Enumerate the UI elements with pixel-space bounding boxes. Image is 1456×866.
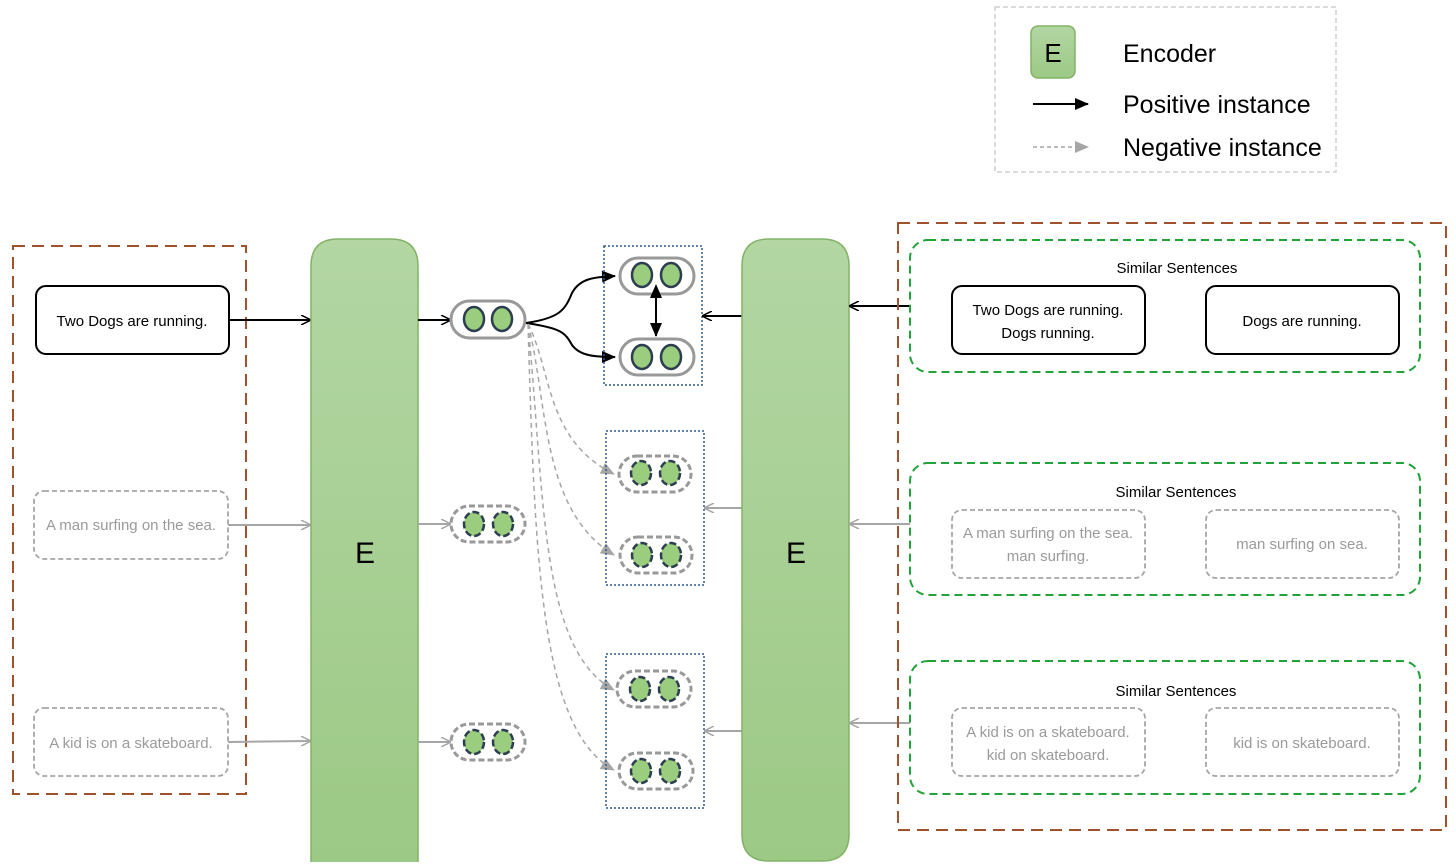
legend: E Encoder Positive instance Negative ins… [994, 6, 1337, 173]
embedding-dot [659, 541, 683, 569]
legend-encoder-symbol: E [1044, 38, 1061, 68]
similar-group-negative: Similar Sentences A man surfing on the s… [909, 462, 1421, 596]
sentence-box [951, 285, 1146, 355]
pair-box-negative [605, 430, 705, 586]
input-sentence-box-negative [33, 707, 229, 777]
sentence-box [1205, 707, 1400, 777]
embedding-negative [449, 504, 527, 544]
negative-arrow [227, 741, 310, 742]
negative-pair-arrow [527, 323, 615, 771]
legend-encoder-icon [1030, 25, 1076, 79]
sentence-line: Dogs are running. [1242, 313, 1361, 330]
embedding-dot [657, 675, 681, 703]
embedding-dot [659, 261, 683, 289]
embedding-dot [490, 305, 514, 333]
embedding-dot [462, 305, 486, 333]
legend-negative-label: Negative instance [1123, 134, 1322, 162]
embedding-dot [630, 541, 654, 569]
embedding-dot [462, 510, 486, 538]
legend-box [994, 6, 1337, 173]
sentence-box [1205, 509, 1400, 579]
sentence-line: Two Dogs are running. [973, 302, 1124, 319]
embedding-dot [628, 675, 652, 703]
embedding-dot [659, 343, 683, 371]
right-encoder: E [741, 238, 850, 862]
pair-box-border [605, 430, 705, 586]
legend-encoder-label: Encoder [1123, 40, 1216, 68]
embedding-dot [658, 459, 682, 487]
similar-group-border [909, 239, 1421, 373]
sentence-box [951, 707, 1146, 777]
similar-group-positive: Similar Sentences Two Dogs are running. … [909, 239, 1421, 373]
sentence-box [951, 509, 1146, 579]
similar-group-heading: Similar Sentences [1117, 260, 1238, 277]
embedding-dot [462, 728, 486, 756]
pair-box-border [605, 653, 705, 809]
embedding-pill [449, 299, 527, 340]
pair-box-positive [603, 245, 703, 386]
similar-group-border [909, 462, 1421, 596]
embedding-dot [491, 510, 515, 538]
positive-pair-arrow [525, 270, 616, 324]
negative-pair-arrow [527, 323, 615, 691]
sentence-line: A kid is on a skateboard. [966, 724, 1129, 741]
sentence-line: man surfing. [1007, 548, 1090, 565]
encoder-block [741, 238, 850, 862]
input-group-border [12, 245, 247, 795]
legend-positive-label: Positive instance [1123, 91, 1311, 119]
sentence-box [1205, 285, 1400, 355]
sentence-line: kid on skateboard. [987, 747, 1110, 764]
encoder-label: E [786, 537, 806, 570]
positive-pair-arrow [525, 322, 616, 363]
similar-group-negative: Similar Sentences A kid is on a skateboa… [909, 660, 1421, 795]
similar-group-border [909, 660, 1421, 795]
embedding-dot [629, 459, 653, 487]
embedding-dot [491, 728, 515, 756]
similar-group-heading: Similar Sentences [1116, 683, 1237, 700]
embedding-dot [630, 261, 654, 289]
negative-curves [527, 323, 615, 771]
encoder-block [310, 238, 419, 862]
sentence-line: Dogs running. [1001, 325, 1094, 342]
similar-collection-border [897, 222, 1447, 831]
input-sentence-text: Two Dogs are running. [57, 313, 208, 330]
similar-sentences-collection: Similar Sentences Two Dogs are running. … [897, 222, 1447, 831]
encoder-label: E [355, 537, 375, 570]
input-sentence-text: A man surfing on the sea. [46, 517, 216, 534]
embedding-positive [449, 299, 527, 340]
negative-pair-arrow [527, 323, 615, 475]
input-sentence-box-negative [33, 490, 229, 560]
input-sentences-group: Two Dogs are running. A man surfing on t… [12, 245, 247, 795]
sentence-line: man surfing on sea. [1236, 536, 1368, 553]
sentence-line: A man surfing on the sea. [963, 525, 1133, 542]
pair-box-negative [605, 653, 705, 809]
negative-pair-arrow [527, 323, 615, 556]
input-sentence-text: A kid is on a skateboard. [49, 735, 212, 752]
similar-group-heading: Similar Sentences [1116, 484, 1237, 501]
left-encoder: E [310, 238, 419, 862]
embedding-negative [449, 722, 527, 762]
embedding-dot [630, 343, 654, 371]
sentence-line: kid is on skateboard. [1233, 735, 1371, 752]
embedding-dot [629, 757, 653, 785]
pair-box-border [603, 245, 703, 386]
embedding-dot [658, 757, 682, 785]
